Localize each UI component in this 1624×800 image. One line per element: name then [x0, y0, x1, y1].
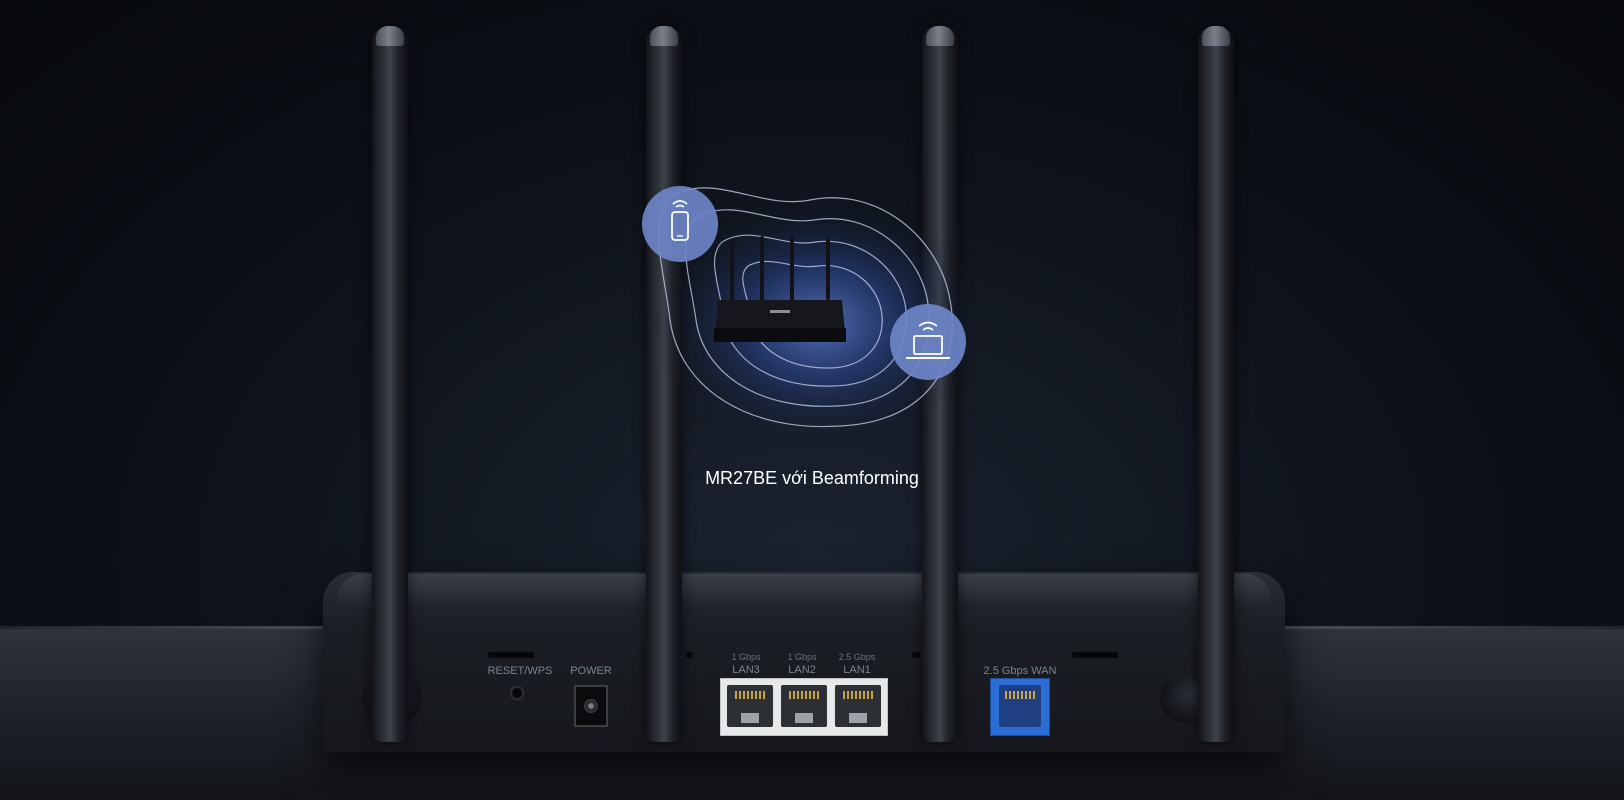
antenna-1 [372, 26, 408, 742]
vent-slot [1072, 652, 1118, 658]
lan1-port [835, 685, 881, 727]
reset-wps-label: RESET/WPS [487, 665, 553, 677]
lan3-speed-label: 1 Gbps [731, 652, 761, 662]
lan1-label: LAN1 [843, 664, 871, 676]
lan1-speed-label: 2.5 Gbps [838, 652, 876, 662]
lan2-port [781, 685, 827, 727]
lan-port-block [720, 678, 888, 736]
power-jack [574, 685, 608, 727]
router-top-edge [338, 574, 1270, 604]
vent-slot [912, 652, 920, 658]
laptop-wifi-icon [890, 304, 966, 380]
beamforming-illustration [642, 186, 990, 448]
lan3-label: LAN3 [732, 664, 760, 676]
wan-port [990, 678, 1050, 736]
smartphone-wifi-icon [642, 186, 718, 262]
mini-router-icon [714, 236, 846, 342]
vent-slot [686, 652, 692, 658]
caption: MR27BE với Beamforming [705, 468, 919, 488]
lan3-port [727, 685, 773, 727]
power-label: POWER [570, 665, 612, 677]
wan-label: 2.5 Gbps WAN [983, 665, 1057, 677]
lan2-label: LAN2 [788, 664, 816, 676]
reset-wps-button [510, 686, 524, 700]
antenna-4 [1198, 26, 1234, 742]
lan2-speed-label: 1 Gbps [787, 652, 817, 662]
vent-slot [488, 652, 534, 658]
